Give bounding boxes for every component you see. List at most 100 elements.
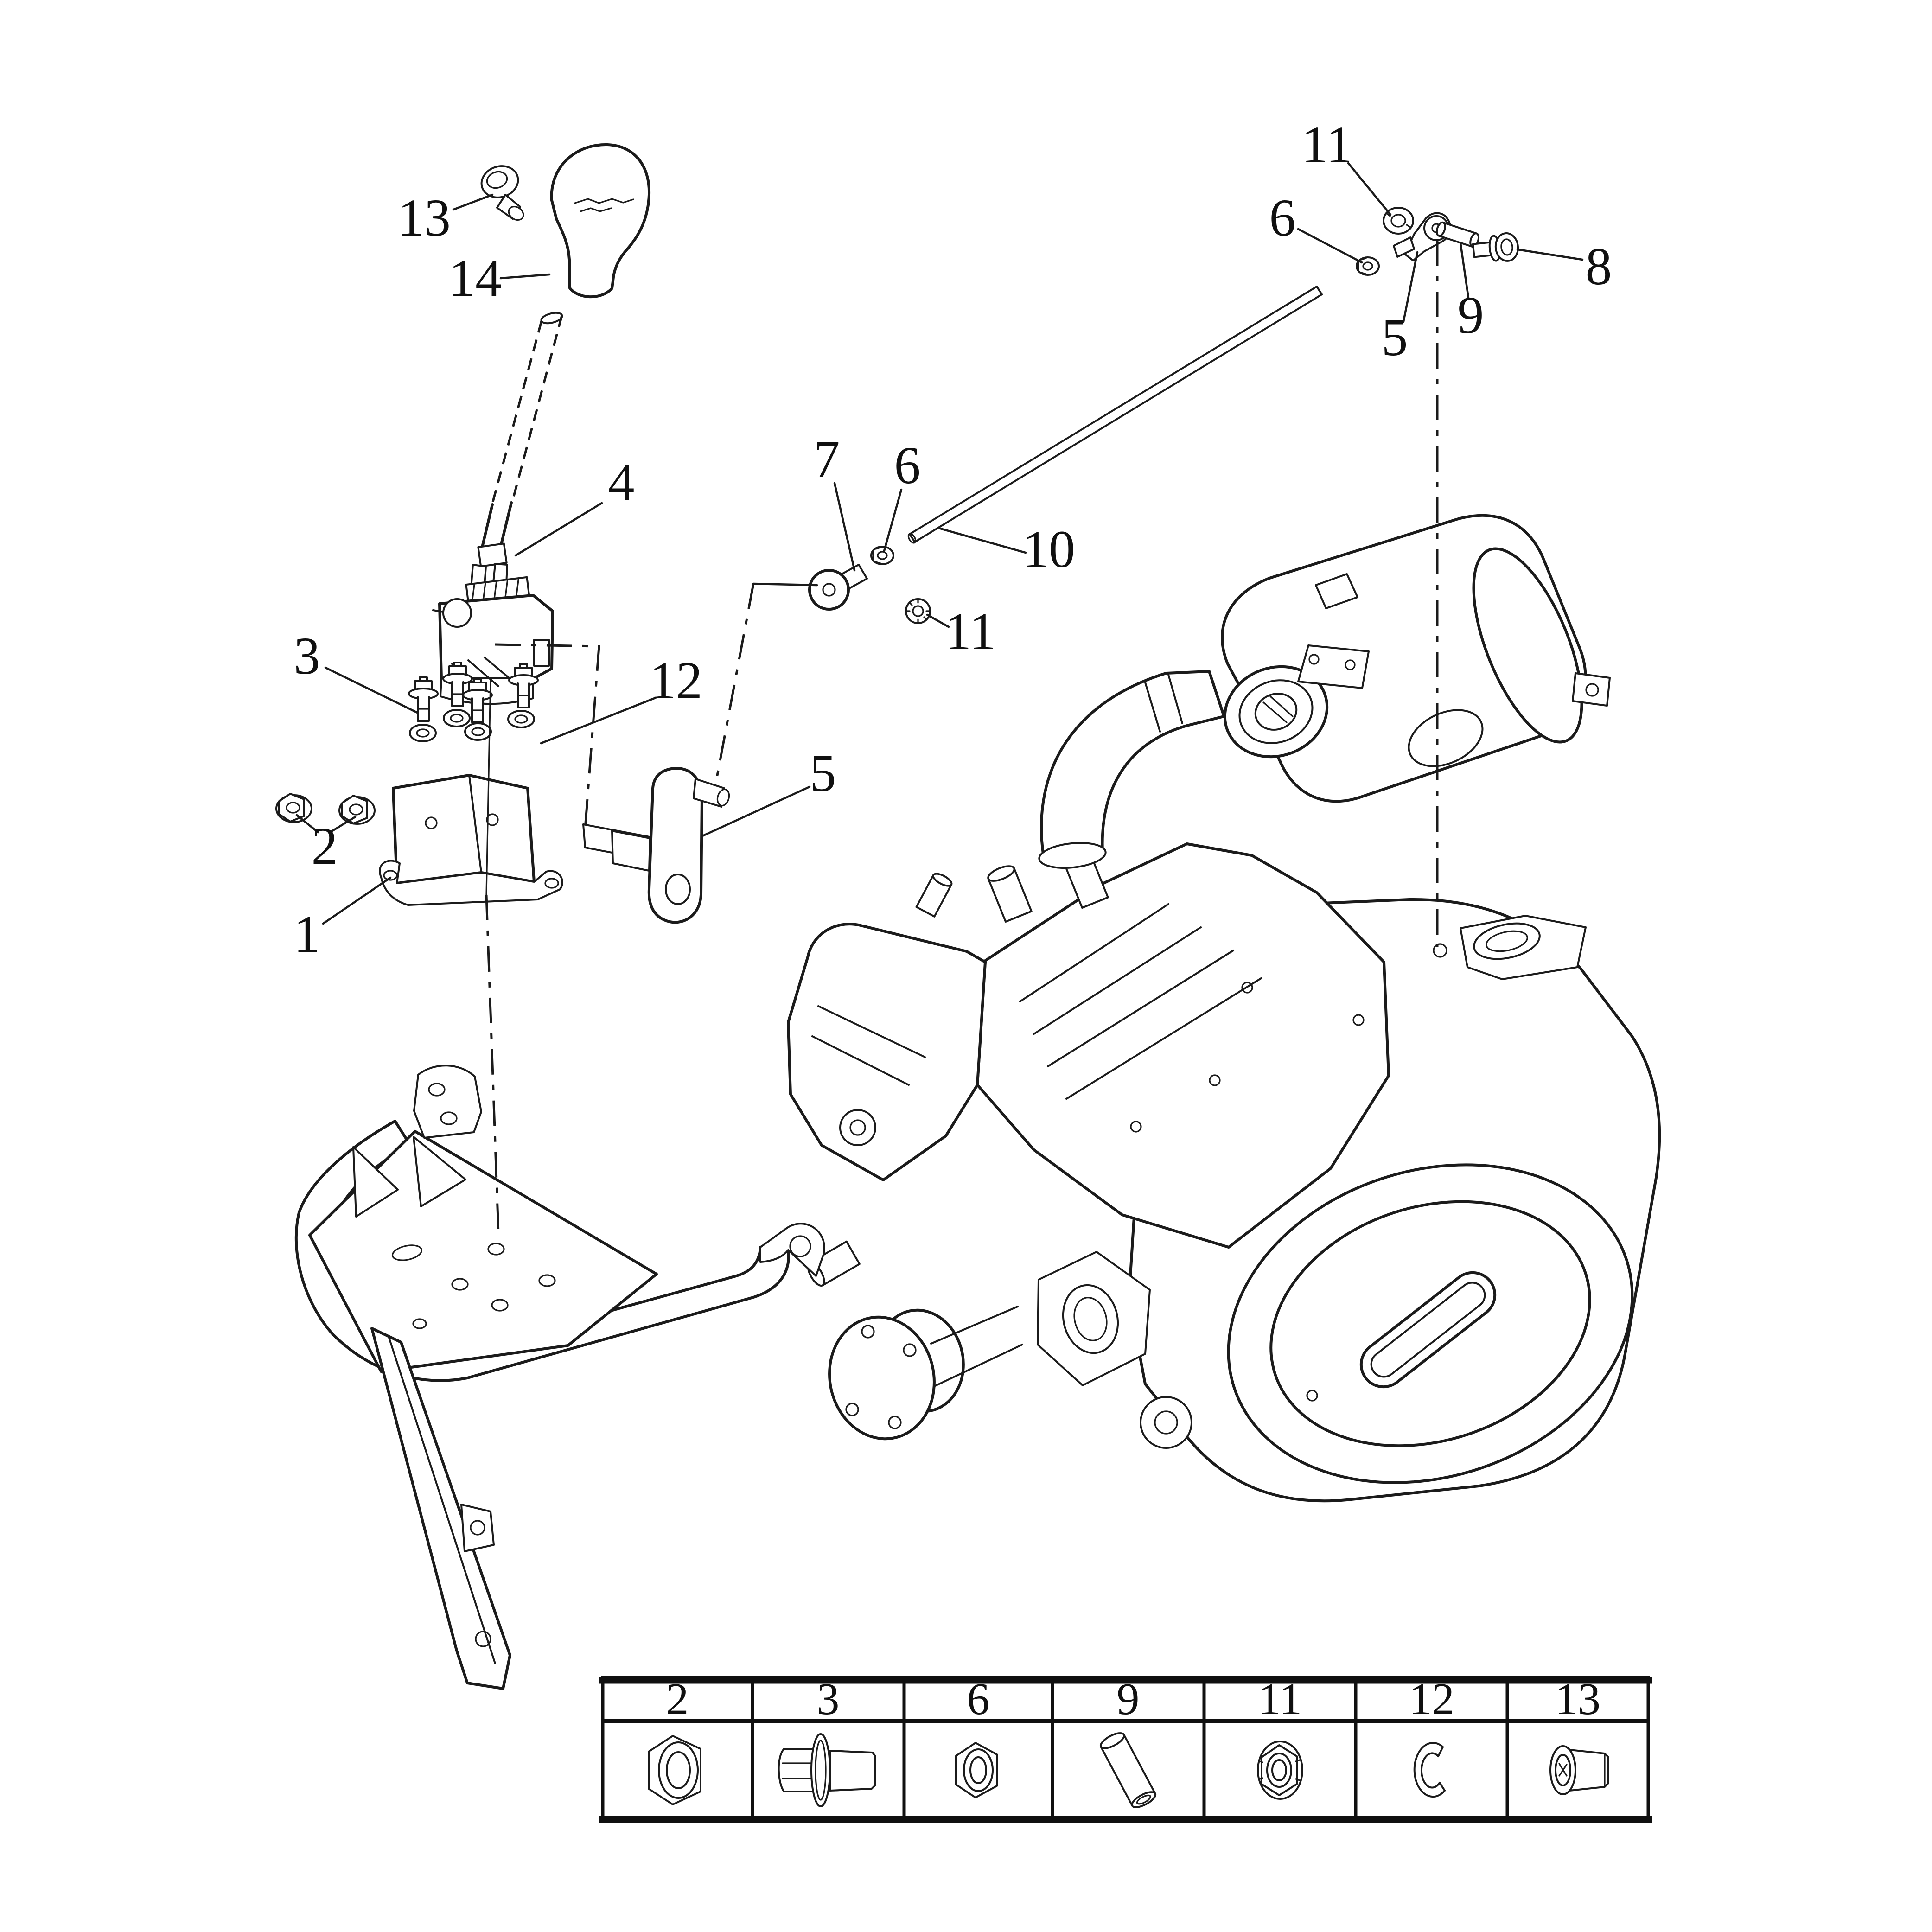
plate-gusset [413, 1136, 466, 1207]
callout-5-rear: 5 [1382, 251, 1419, 367]
callout-11-rear: 11 [1301, 115, 1392, 216]
shift-arm-front [582, 767, 730, 924]
engine-assembly [787, 514, 1661, 1503]
bracket-axis-dashed [485, 894, 500, 1234]
table-header-9: 9 [1117, 1674, 1140, 1724]
callout-4: 4 [514, 453, 635, 557]
carb-bore-hatch [1262, 701, 1288, 723]
flange-nut [275, 793, 312, 823]
callout-1-label: 1 [294, 905, 320, 963]
callout-7-label: 7 [814, 429, 840, 488]
table-header-12: 12 [1409, 1674, 1454, 1724]
flange-bolt-hole [903, 1343, 917, 1357]
output-shaft-line [930, 1306, 1019, 1345]
case-screw [1130, 1121, 1142, 1133]
callout-11-front-label: 11 [945, 602, 996, 661]
housing-to-arm-dashed [495, 643, 600, 829]
bolt7-to-arm-dashed [715, 583, 755, 781]
phantom-shaft-edge [491, 320, 543, 504]
table-header-6: 6 [967, 1674, 990, 1724]
frame-leg-inner-line [388, 1335, 496, 1664]
flange-nut [338, 795, 376, 825]
lever-housing [432, 576, 554, 705]
mount-lug-bore [1062, 1284, 1119, 1354]
callout-8-label: 8 [1586, 237, 1612, 296]
callout-12: 12 [540, 651, 702, 745]
joint-nut [870, 546, 894, 565]
mount-lug-bore-inner [1073, 1297, 1108, 1341]
joint-nut [1356, 256, 1380, 276]
lever-bracket [379, 774, 563, 906]
flange-nut-icon [648, 1735, 701, 1805]
elbow-band [1167, 674, 1183, 724]
callout-2: 2 [295, 814, 357, 875]
callout-6-front: 6 [883, 436, 921, 552]
airbox-tab-hole [1585, 683, 1599, 697]
intake-elbow [1040, 670, 1225, 855]
valve-cover [787, 923, 987, 1181]
spring-washer [507, 710, 535, 728]
table-header-13: 13 [1555, 1674, 1600, 1724]
button-head-screw-icon [1549, 1745, 1609, 1795]
frame-tube-end-tab [759, 1223, 825, 1277]
bolt-axis-line [485, 678, 491, 896]
callout-5-rear-label: 5 [1382, 308, 1408, 367]
callout-4-label: 4 [608, 453, 635, 511]
cvt-cover-inner [1269, 1200, 1591, 1447]
callout-8: 8 [1516, 237, 1612, 296]
parts-table: 2 3 6 9 11 12 13 [599, 1674, 1652, 1823]
callout-12-label: 12 [650, 651, 702, 710]
callout-6-rear: 6 [1269, 188, 1363, 264]
callout-9: 9 [1458, 242, 1484, 344]
spring-washer-icon [1413, 1742, 1446, 1798]
flange-bolt-icon [778, 1733, 876, 1807]
cover-cap-center [849, 1119, 866, 1136]
tab-hole [428, 1083, 446, 1097]
bolt7-leader-solid [752, 582, 818, 587]
flange-lock-nut-icon [1257, 1741, 1303, 1800]
rear-mount-ring-inner [1486, 930, 1528, 952]
mount-bolt [408, 676, 439, 722]
cylinder-block [976, 842, 1390, 1249]
phantom-shaft-edge [511, 315, 563, 502]
table-header-3: 3 [817, 1674, 840, 1724]
leg-mid-tab [460, 1504, 495, 1552]
valve-cover-rib [811, 1035, 910, 1086]
plate-slot [391, 1244, 423, 1261]
hex-nut-icon [955, 1742, 998, 1798]
cylinder-fin [1019, 903, 1169, 1002]
carb-ring-mid [1238, 679, 1314, 744]
cylinder-fin [1065, 977, 1262, 1100]
output-flange [828, 1315, 936, 1441]
plate-hole [491, 1299, 509, 1312]
case-screw [1241, 982, 1253, 994]
spacer-sleeve-icon [1099, 1732, 1157, 1808]
callout-6-rear-label: 6 [1269, 188, 1296, 247]
callout-7: 7 [814, 429, 856, 572]
rear-linkage-parts [1356, 207, 1519, 276]
plate-gusset [352, 1146, 399, 1218]
table-header-11: 11 [1258, 1674, 1302, 1724]
callout-14: 14 [449, 249, 551, 307]
case-screw [1352, 1014, 1365, 1026]
knob-screw [480, 165, 524, 221]
plate-hole [487, 1243, 505, 1256]
callout-5-front: 5 [700, 744, 836, 838]
frame-bracket [294, 1065, 825, 1690]
carb-ring-outer [1223, 665, 1329, 759]
table-header-2: 2 [666, 1674, 689, 1724]
frame-leg [370, 1327, 511, 1690]
linkage-parts [808, 286, 1323, 624]
water-pump-center [1154, 1410, 1178, 1435]
spring-washer [443, 709, 471, 727]
assembly-reference-lines [485, 240, 1439, 1234]
throttle-screw [1345, 659, 1356, 670]
callout-6-front-label: 6 [894, 436, 921, 495]
callout-14-label: 14 [449, 249, 502, 307]
cvt-cover-slot [1359, 1271, 1497, 1389]
spark-plug-tower [987, 865, 1033, 923]
plate-mount-tab [413, 1065, 482, 1139]
cylinder-fin [1047, 950, 1234, 1067]
